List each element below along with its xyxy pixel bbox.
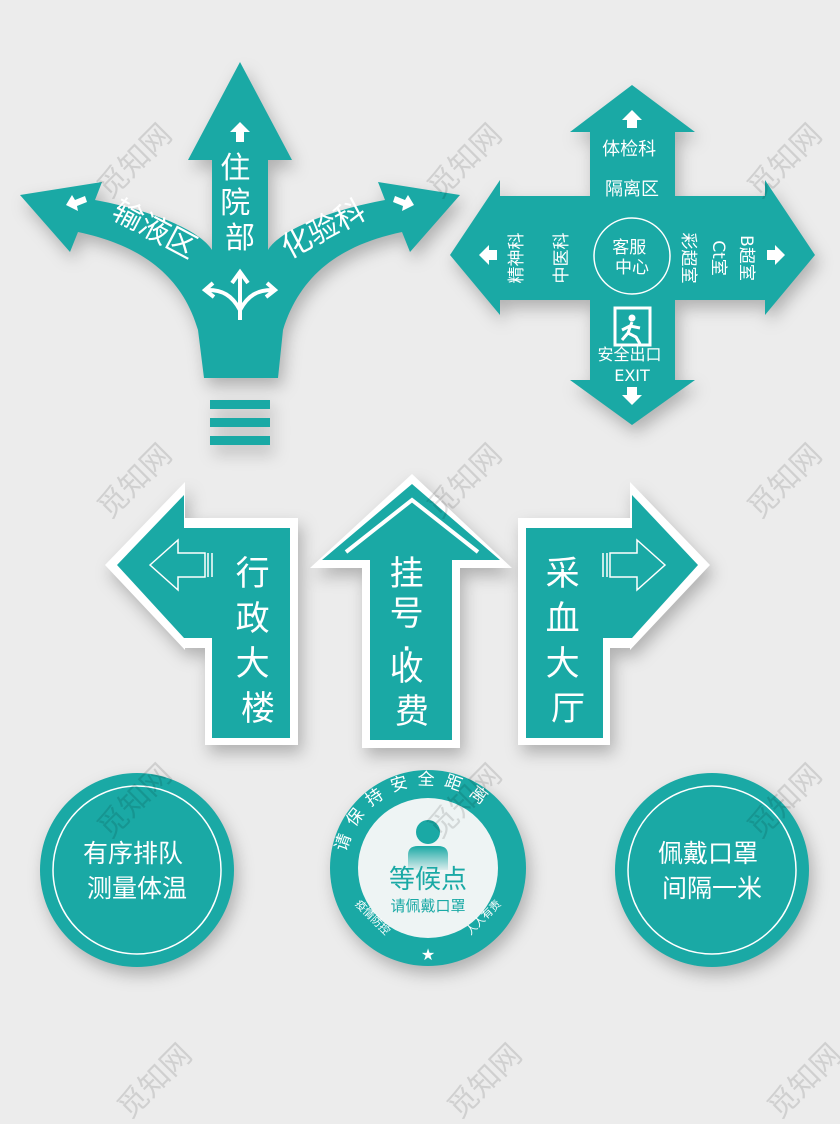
svg-text:有序排队 测量体温: 有序排队 测量体温 [83,839,191,903]
exit-label: 安全出口 EXIT [597,345,666,385]
arrow-left-label: 行 政 大 楼 [236,554,281,729]
left-arrow-icon [66,195,87,211]
arrow-up-label: 挂 号 · 收 费 [390,554,435,732]
cross-left-arrow-icon [479,245,497,265]
cross-left-label-2: 中医科 [552,233,572,284]
waiting-point-title: 等候点 [389,865,467,895]
service-center-label: 客服 中心 [612,238,651,278]
cross-right-label-3: B超室 [736,235,756,281]
arrow-sign-left: 行 政 大 楼 [105,482,298,745]
svg-text:觅知网: 觅知网 [741,437,829,525]
star-icon: ★ [421,945,435,964]
person-icon [408,820,448,870]
fork-arrows-icon [201,268,279,320]
cross-left-label-1: 精神科 [507,233,527,284]
trident-direction-sign [20,62,460,445]
cross-direction-sign [450,85,815,425]
svg-text:觅知网: 觅知网 [91,117,179,205]
cross-right-arrow-icon [767,245,785,265]
cross-down-arrow-icon [622,387,642,405]
circle-sign-waiting-point: 请保持安全距离 疫情防控 人人有责 ★ 等候点 请佩戴口罩 [330,770,526,966]
running-man-exit-icon [613,306,652,347]
cross-right-label-2: Ct室 [708,240,728,276]
svg-text:觅知网: 觅知网 [741,117,829,205]
arrow-sign-up: 挂 号 · 收 费 [310,474,512,748]
svg-text:觅知网: 觅知网 [111,1037,199,1120]
arrow-sign-right: 采 血 大 厅 [518,482,710,745]
chevron-up-icon [344,497,480,554]
right-arrow-icon [393,195,414,211]
service-center-ring [593,217,671,295]
cross-up-arrow-icon [622,110,642,128]
trident-center-label: 住 院 部 [220,151,260,256]
arrow-right-label: 采 血 大 厅 [546,554,591,729]
cross-up-labels: 体检科 隔离区 [602,139,662,200]
waiting-point-subtitle: 请佩戴口罩 [390,897,465,915]
up-arrow-icon [230,122,250,142]
outline-right-arrow-icon [602,538,667,592]
svg-text:觅知网: 觅知网 [761,1037,840,1120]
svg-text:觅知网: 觅知网 [421,437,509,525]
circle-sign-queue: 有序排队 测量体温 [40,773,234,967]
svg-text:觅知网: 觅知网 [441,1037,529,1120]
outline-left-arrow-icon [148,538,213,592]
cross-right-label-1: 彩超室 [678,233,698,284]
circle-sign-mask-distance: 佩戴口罩 间隔一米 [615,773,809,967]
svg-text:佩戴口罩 间隔一米: 佩戴口罩 间隔一米 [658,839,766,903]
